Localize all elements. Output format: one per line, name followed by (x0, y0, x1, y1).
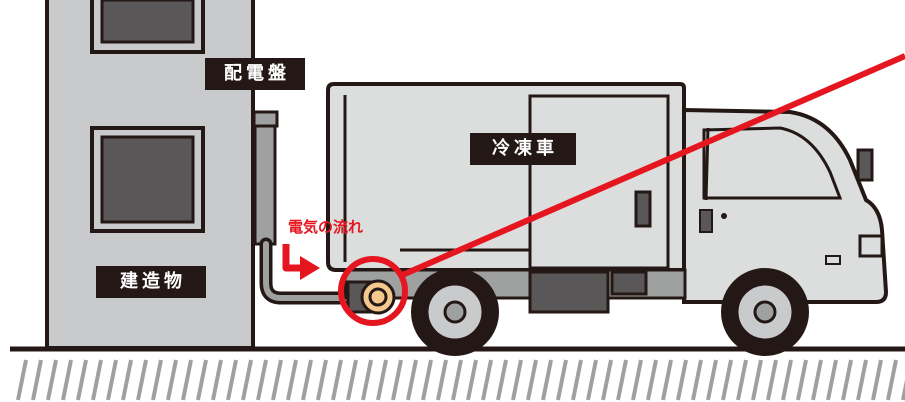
hatch-stroke (781, 359, 793, 401)
hatch-stroke (826, 359, 838, 401)
hatch-stroke (61, 359, 73, 401)
hatch-stroke (286, 359, 298, 401)
hatch-stroke (166, 359, 178, 401)
hatch-stroke (271, 359, 283, 401)
hatch-stroke (526, 359, 538, 401)
refrigerated-truck (326, 82, 889, 356)
hatch-stroke (196, 359, 208, 401)
door-handle (634, 190, 652, 228)
hatch-stroke (301, 359, 313, 401)
hatch-stroke (631, 359, 643, 401)
hatch-stroke (811, 359, 823, 401)
hatch-stroke (721, 359, 733, 401)
hatch-stroke (586, 359, 598, 401)
hatch-stroke (16, 359, 28, 401)
hatch-stroke (316, 359, 328, 401)
cab-window (702, 126, 843, 200)
power-flow-label: 電気の流れ (288, 218, 364, 236)
hatch-stroke (331, 359, 343, 401)
hatch-stroke (871, 359, 883, 401)
hatch-stroke (796, 359, 808, 401)
hatch-stroke (706, 359, 718, 401)
hatch-stroke (901, 379, 905, 401)
hatch-stroke (556, 359, 568, 401)
ground-hatching (16, 359, 905, 401)
hatch-stroke (421, 359, 433, 401)
hatch-stroke (106, 359, 118, 401)
fuel-tank (528, 270, 610, 314)
hatch-stroke (856, 359, 868, 401)
hatch-stroke (211, 359, 223, 401)
hatch-stroke (886, 359, 898, 401)
power-cable (259, 237, 357, 305)
hatch-stroke (736, 359, 748, 401)
power-inlet-icon (346, 279, 396, 315)
hatch-stroke (751, 359, 763, 401)
hatch-stroke (46, 359, 58, 401)
hatch-stroke (391, 359, 403, 401)
hatch-stroke (766, 359, 778, 401)
hatch-stroke (451, 359, 463, 401)
hatch-stroke (436, 359, 448, 401)
distribution-panel (252, 110, 279, 246)
hatch-stroke (346, 359, 358, 401)
red-circle-highlight (338, 53, 905, 326)
hatch-stroke (361, 359, 373, 401)
hatch-stroke (841, 359, 853, 401)
hatch-stroke (616, 359, 628, 401)
distribution-panel-label: 配電盤 (205, 58, 305, 90)
hatch-stroke (226, 359, 238, 401)
front-wheel (721, 268, 809, 356)
building-label: 建造物 (96, 266, 206, 298)
building-window-top (90, 0, 205, 54)
arrow-right-icon (282, 244, 320, 280)
hatch-stroke (256, 359, 268, 401)
hatch-stroke (121, 359, 133, 401)
hatch-stroke (541, 359, 553, 401)
hatch-stroke (406, 359, 418, 401)
hatch-stroke (481, 359, 493, 401)
hatch-stroke (571, 359, 583, 401)
hatch-stroke (181, 359, 193, 401)
hatch-stroke (676, 359, 688, 401)
rear-wheel (411, 268, 499, 356)
side-mirror (856, 148, 874, 182)
headlight (858, 234, 884, 258)
hatch-stroke (136, 359, 148, 401)
hatch-stroke (241, 359, 253, 401)
hatch-stroke (91, 359, 103, 401)
refrigerated-truck-label: 冷凍車 (470, 133, 576, 165)
cargo-door (528, 94, 670, 270)
building-window-middle (90, 126, 205, 233)
hatch-stroke (31, 359, 43, 401)
hatch-stroke (466, 359, 478, 401)
hatch-stroke (376, 359, 388, 401)
hatch-stroke (691, 359, 703, 401)
hatch-stroke (496, 359, 508, 401)
hatch-stroke (511, 359, 523, 401)
hatch-stroke (76, 359, 88, 401)
hatch-stroke (151, 359, 163, 401)
hatch-stroke (661, 359, 673, 401)
hatch-stroke (601, 359, 613, 401)
hatch-stroke (646, 359, 658, 401)
